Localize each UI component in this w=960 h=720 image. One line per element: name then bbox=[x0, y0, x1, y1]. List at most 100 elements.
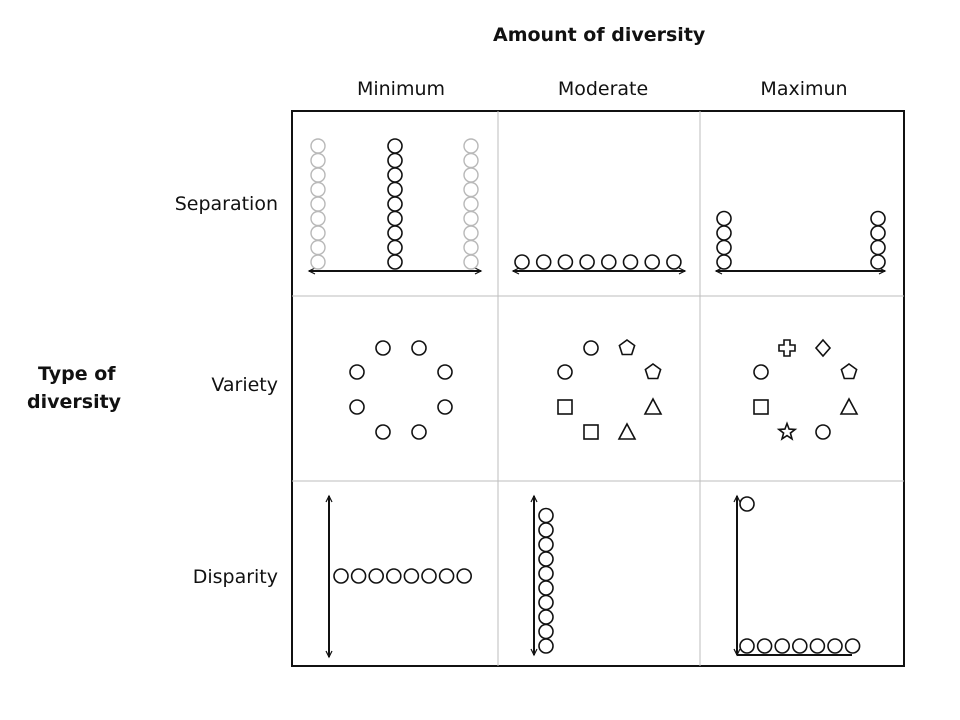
separation-min-left-stack bbox=[310, 210, 326, 227]
separation-min-center-stack bbox=[387, 167, 403, 183]
separation-max-left-stack bbox=[716, 210, 732, 227]
separation-max-right-stack bbox=[870, 225, 886, 241]
separation-mod-axis-arrow-left bbox=[511, 267, 520, 275]
variety-min-circle-mark bbox=[437, 364, 453, 380]
separation-min-left-stack bbox=[310, 196, 326, 212]
separation-min-center-stack bbox=[387, 225, 403, 241]
variety-min-circle-mark bbox=[349, 364, 365, 380]
disparity-mod-stack bbox=[538, 536, 554, 553]
disparity-mod-stack bbox=[538, 507, 554, 524]
separation-mod-row bbox=[535, 254, 552, 270]
disparity-mod-stack bbox=[538, 522, 554, 538]
variety-max-cross-mark bbox=[778, 339, 796, 357]
separation-min-right-stack bbox=[463, 239, 479, 256]
disparity-min-axis-arrow-top bbox=[325, 494, 333, 503]
side-title-line2: diversity bbox=[27, 391, 122, 413]
separation-mod-row bbox=[644, 254, 661, 270]
variety-mod-square-mark bbox=[583, 424, 599, 440]
separation-max-right-stack bbox=[870, 210, 886, 227]
separation-min-right-stack bbox=[463, 254, 479, 270]
disparity-mod-stack bbox=[538, 609, 554, 625]
separation-min-left-stack bbox=[310, 239, 326, 256]
disparity-max-row bbox=[827, 638, 843, 654]
disparity-max-axis-arrow-top bbox=[733, 494, 741, 503]
disparity-min-axis-arrow-bottom bbox=[325, 650, 333, 659]
variety-max-pentagon-mark bbox=[840, 363, 858, 380]
separation-min-left-stack bbox=[310, 225, 326, 241]
diagram-title: Amount of diversity bbox=[493, 24, 706, 46]
side-title-line1: Type of bbox=[38, 363, 116, 385]
variety-max-triangle-mark bbox=[839, 397, 859, 415]
variety-mod-circle-mark bbox=[557, 364, 573, 380]
separation-min-center-stack bbox=[387, 181, 403, 198]
variety-min-circle-mark bbox=[375, 424, 391, 440]
disparity-min-row bbox=[456, 568, 473, 584]
separation-min-center-stack bbox=[387, 196, 403, 212]
separation-min-right-stack bbox=[463, 210, 479, 227]
separation-min-left-stack bbox=[310, 138, 326, 154]
disparity-min-row bbox=[421, 568, 437, 584]
separation-mod-row bbox=[622, 254, 639, 270]
disparity-mod-stack bbox=[538, 594, 554, 611]
disparity-max-row bbox=[739, 638, 755, 654]
separation-max-left-stack bbox=[716, 239, 732, 256]
variety-mod-square-mark bbox=[557, 399, 573, 415]
separation-mod-row bbox=[666, 254, 682, 270]
variety-max-star-mark bbox=[776, 421, 798, 441]
separation-min-right-stack bbox=[463, 225, 479, 241]
separation-min-left-stack bbox=[310, 152, 326, 169]
disparity-mod-stack bbox=[538, 580, 554, 596]
variety-max-circle-mark bbox=[815, 424, 831, 440]
separation-min-center-stack bbox=[387, 138, 403, 154]
disparity-mod-axis-arrow-top bbox=[530, 494, 538, 503]
row-label-separation: Separation bbox=[174, 193, 278, 215]
separation-min-center-stack bbox=[387, 152, 403, 169]
separation-min-center-stack bbox=[387, 210, 403, 227]
column-label-maximum: Maximun bbox=[760, 78, 848, 100]
variety-max-circle-mark bbox=[753, 364, 769, 380]
separation-max-axis-arrow-left bbox=[714, 267, 723, 275]
variety-mod-pentagon-mark bbox=[644, 363, 662, 380]
disparity-min-row bbox=[350, 568, 367, 584]
variety-min-circle-mark bbox=[437, 399, 453, 415]
separation-min-right-stack bbox=[463, 167, 479, 183]
disparity-max-row bbox=[774, 638, 791, 654]
variety-mod-triangle-mark bbox=[617, 422, 637, 440]
separation-mod-row bbox=[557, 254, 574, 270]
disparity-min-row bbox=[368, 568, 385, 584]
separation-min-left-stack bbox=[310, 181, 326, 198]
disparity-mod-stack bbox=[538, 565, 554, 582]
separation-mod-row bbox=[600, 254, 617, 270]
separation-mod-axis-arrow-right bbox=[678, 267, 687, 275]
disparity-max-row bbox=[791, 638, 808, 654]
separation-min-left-stack bbox=[310, 167, 326, 183]
separation-min-axis-arrow-left bbox=[307, 267, 316, 275]
variety-min-circle-mark bbox=[411, 340, 427, 356]
variety-max-square-mark bbox=[753, 399, 769, 415]
separation-min-right-stack bbox=[463, 138, 479, 154]
separation-min-left-stack bbox=[310, 254, 326, 270]
separation-max-right-stack bbox=[870, 254, 886, 270]
disparity-mod-stack bbox=[538, 551, 554, 567]
variety-min-circle-mark bbox=[375, 340, 391, 356]
variety-min-circle-mark bbox=[411, 424, 427, 440]
separation-max-left-stack bbox=[716, 225, 732, 241]
separation-min-right-stack bbox=[463, 196, 479, 212]
disparity-mod-axis-arrow-bottom bbox=[530, 648, 538, 657]
disparity-max-row bbox=[844, 638, 861, 654]
row-label-disparity: Disparity bbox=[192, 566, 278, 588]
column-label-minimum: Minimum bbox=[356, 78, 446, 100]
variety-max-diamond-mark bbox=[814, 338, 832, 358]
disparity-max-top-circle bbox=[739, 496, 755, 512]
separation-mod-row bbox=[514, 254, 530, 270]
grid-frame bbox=[291, 110, 905, 667]
separation-min-right-stack bbox=[463, 152, 479, 169]
separation-min-axis-arrow-right bbox=[474, 267, 483, 275]
separation-max-right-stack bbox=[870, 239, 886, 256]
variety-min-circle-mark bbox=[349, 399, 365, 415]
disparity-min-row bbox=[333, 568, 349, 584]
separation-min-right-stack bbox=[463, 181, 479, 198]
disparity-max-row bbox=[756, 638, 773, 654]
disparity-mod-stack bbox=[538, 623, 554, 640]
